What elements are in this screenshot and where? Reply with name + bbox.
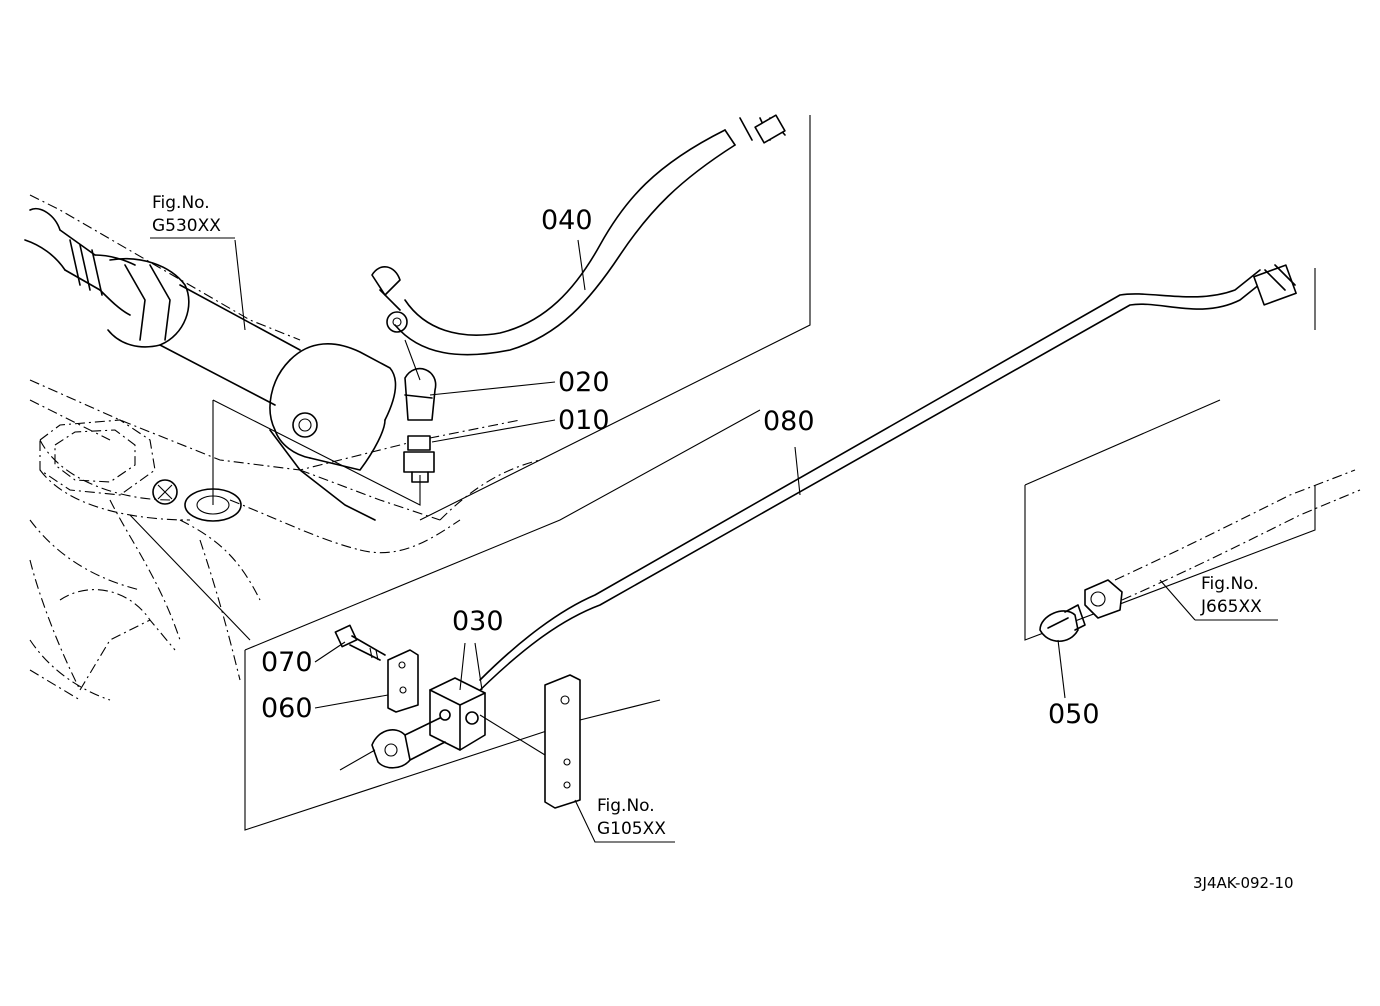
engine-phantom-outline bbox=[29, 194, 541, 701]
shaft-assembly bbox=[24, 208, 397, 522]
pipe-080 bbox=[469, 264, 1297, 701]
bracket-g105 bbox=[544, 674, 581, 809]
adapter-010 bbox=[403, 435, 435, 483]
figure-ref-g530-line1: Fig.No. bbox=[152, 193, 210, 213]
bolt-070 bbox=[334, 624, 386, 661]
figure-ref-g530-line2: G530XX bbox=[152, 215, 221, 236]
label-part-010: 010 bbox=[558, 405, 610, 436]
clamp-030 bbox=[429, 677, 486, 751]
figure-ref-g105: Fig.No. G105XX bbox=[597, 795, 666, 841]
figure-ref-g105-line2: G105XX bbox=[597, 818, 666, 839]
plate-060 bbox=[387, 649, 419, 713]
leader-lines bbox=[150, 237, 1278, 843]
figure-ref-g530: Fig.No. G530XX bbox=[152, 192, 221, 238]
pipe-j665 bbox=[1084, 469, 1361, 619]
figure-ref-j665-line1: Fig.No. bbox=[1201, 574, 1259, 594]
label-part-050: 050 bbox=[1048, 699, 1100, 730]
figure-ref-j665: Fig.No. J665XX bbox=[1201, 573, 1262, 619]
label-part-070: 070 bbox=[261, 647, 313, 678]
clamp-nut bbox=[371, 717, 446, 769]
label-part-060: 060 bbox=[261, 693, 313, 724]
elbow-020 bbox=[404, 339, 437, 421]
panel-frames bbox=[129, 115, 1316, 831]
fitting-050 bbox=[1039, 604, 1086, 643]
label-part-020: 020 bbox=[558, 367, 610, 398]
figure-ref-j665-line2: J665XX bbox=[1201, 596, 1262, 617]
hose-040 bbox=[371, 114, 786, 356]
figure-ref-g105-line1: Fig.No. bbox=[597, 796, 655, 816]
drawing-id: 3J4AK-092-10 bbox=[1193, 874, 1294, 892]
label-part-040: 040 bbox=[541, 205, 593, 236]
label-part-030: 030 bbox=[452, 606, 504, 637]
label-part-080: 080 bbox=[763, 406, 815, 437]
